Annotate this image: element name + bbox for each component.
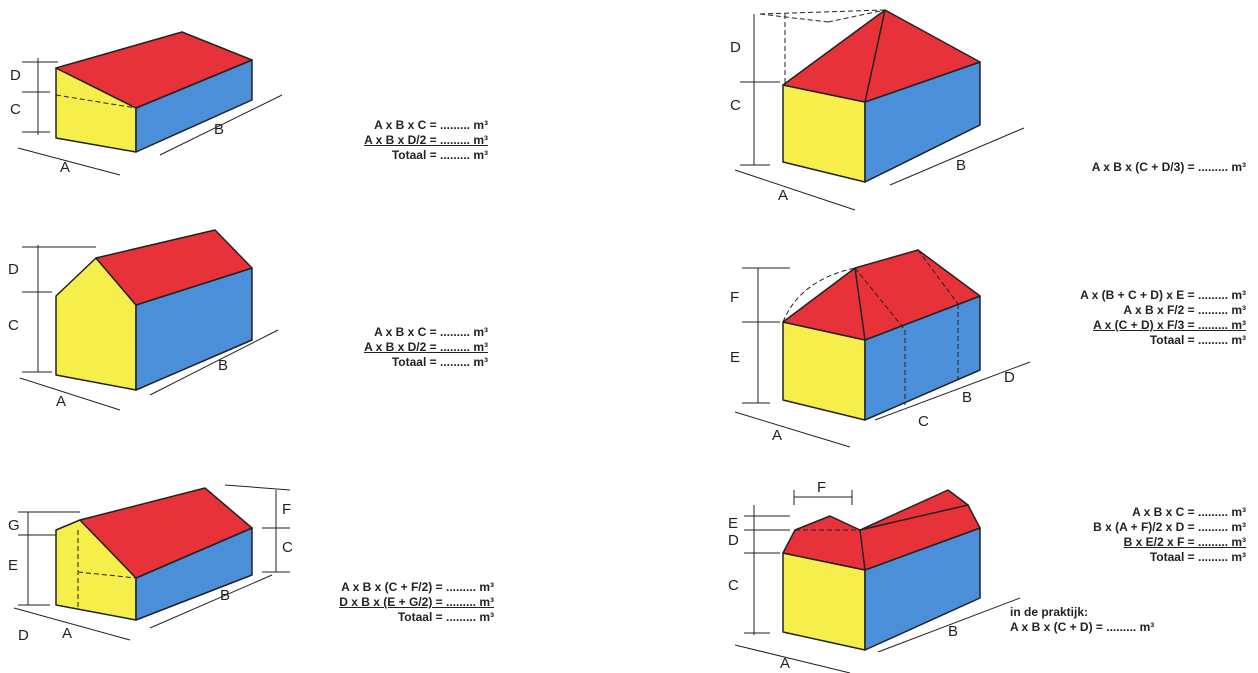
practice-note: in de praktijk: A x B x (C + D) = ......…: [1010, 605, 1246, 635]
house-gable-roof: D C A B: [8, 229, 279, 411]
formula-block-5: A x (B + C + D) x E = ......... m³ A x B…: [990, 288, 1246, 348]
label-C: C: [8, 317, 19, 334]
label-D: D: [1004, 369, 1015, 386]
label-C: C: [730, 97, 741, 114]
house-mansard-roof: F E D C A B: [728, 479, 1021, 673]
formula-line: B x (A + F)/2 x D = ......... m³: [1093, 520, 1246, 534]
formula-line: A x (C + D) x F/3 = ......... m³: [1093, 318, 1246, 332]
label-D: D: [8, 261, 19, 278]
formula-total: Totaal = ......... m³: [391, 148, 488, 162]
label-B: B: [948, 623, 958, 640]
label-B: B: [214, 121, 224, 138]
formula-total: Totaal = ......... m³: [1149, 333, 1246, 347]
label-A: A: [778, 187, 788, 204]
label-F: F: [282, 501, 291, 518]
label-C: C: [918, 413, 929, 430]
formula-total: Totaal = ......... m³: [391, 355, 488, 369]
label-C: C: [282, 539, 293, 556]
formula-block-1: A x B x C = ......... m³ A x B x D/2 = .…: [300, 118, 488, 163]
label-G: G: [8, 517, 20, 534]
formula-line: D x B x (E + G/2) = ......... m³: [339, 595, 494, 609]
label-E: E: [728, 515, 738, 532]
formula-line: A x B x C = ......... m³: [374, 118, 488, 132]
label-B: B: [220, 587, 230, 604]
roof-face: [55, 31, 253, 109]
formula-line: A x B x C = ......... m³: [374, 325, 488, 339]
practice-note-label: in de praktijk:: [1010, 605, 1089, 619]
formula-block-3: A x B x (C + F/2) = ......... m³ D x B x…: [268, 580, 494, 625]
formula-total: Totaal = ......... m³: [397, 610, 494, 624]
formula-line: A x B x (C + D/3) = ......... m³: [1091, 160, 1246, 174]
formula-line: B x E/2 x F = ......... m³: [1123, 535, 1246, 549]
roof-face: [79, 487, 253, 579]
roof-face: [95, 229, 253, 306]
label-E: E: [8, 557, 18, 574]
formula-line: A x (B + C + D) x E = ......... m³: [1080, 288, 1246, 302]
label-D: D: [10, 67, 21, 84]
label-C: C: [728, 577, 739, 594]
label-A: A: [772, 427, 782, 444]
house-hip-roof: F E A C B D: [730, 249, 1031, 448]
house-pyramid-roof: D C A B: [730, 9, 1025, 211]
label-A: A: [780, 655, 790, 672]
label-D: D: [730, 39, 741, 56]
formula-line: A x B x F/2 = ......... m³: [1123, 303, 1246, 317]
label-D: D: [728, 532, 739, 549]
formula-line: A x B x (C + F/2) = ......... m³: [341, 580, 494, 594]
practice-note-formula: A x B x (C + D) = ......... m³: [1010, 620, 1155, 634]
label-F: F: [730, 289, 739, 306]
formula-total: Totaal = ......... m³: [1149, 550, 1246, 564]
roof-face: [782, 249, 981, 341]
label-A: A: [56, 393, 66, 410]
label-F: F: [817, 479, 826, 496]
formula-block-4: A x B x (C + D/3) = ......... m³: [1010, 160, 1246, 175]
label-B: B: [218, 357, 228, 374]
formula-block-2: A x B x C = ......... m³ A x B x D/2 = .…: [300, 325, 488, 370]
roof-face: [782, 489, 981, 571]
label-D: D: [18, 627, 29, 644]
roof-face: [782, 9, 981, 103]
label-B: B: [962, 389, 972, 406]
label-A: A: [62, 625, 72, 642]
label-E: E: [730, 349, 740, 366]
formula-line: A x B x D/2 = ......... m³: [364, 340, 488, 354]
label-C: C: [10, 101, 21, 118]
formula-block-6: A x B x C = ......... m³ B x (A + F)/2 x…: [990, 505, 1246, 565]
label-A: A: [60, 159, 70, 176]
formula-line: A x B x C = ......... m³: [1132, 505, 1246, 519]
house-asymmetric-gable: G E D A B F C: [8, 484, 293, 644]
label-B: B: [956, 157, 966, 174]
house-flat-roof-slanted: D C A B: [10, 31, 283, 176]
formula-line: A x B x D/2 = ......... m³: [364, 133, 488, 147]
